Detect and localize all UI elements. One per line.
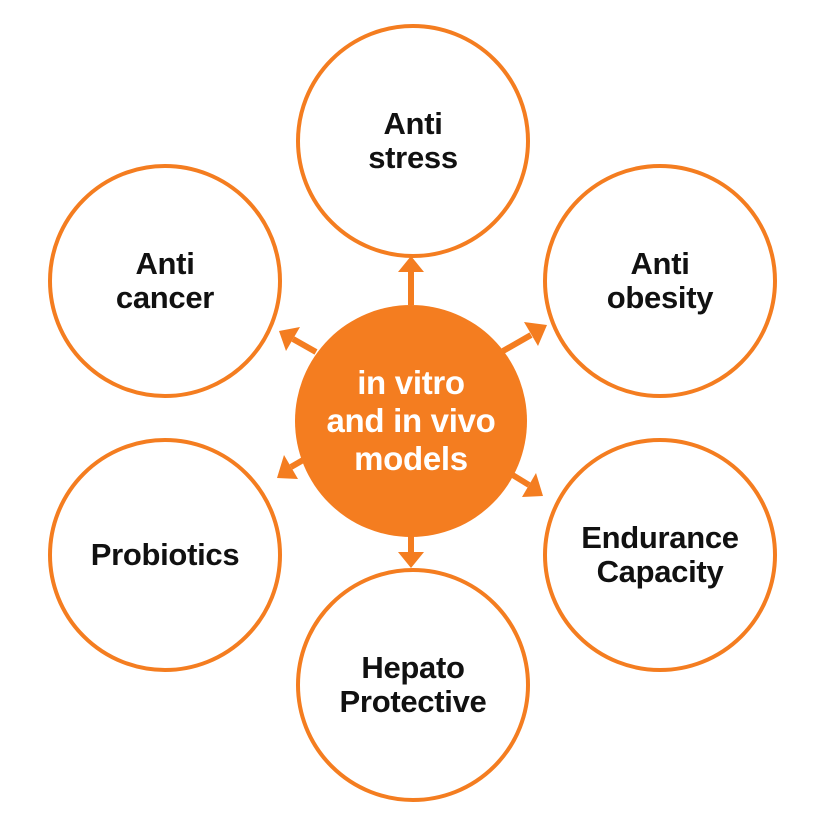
hub-circle: in vitro and in vivo models [295, 305, 527, 537]
node-label: Endurance Capacity [581, 520, 739, 589]
node-label: Anti obesity [606, 246, 714, 315]
node-anti-stress: Anti stress [296, 24, 530, 258]
node-anti-obesity: Anti obesity [543, 164, 777, 398]
arrow-to-hepato-protective [398, 536, 424, 568]
node-label: Hepato Protective [339, 650, 487, 719]
node-hepato-protective: Hepato Protective [296, 568, 530, 802]
node-label: Probiotics [90, 537, 240, 572]
node-label: Anti cancer [115, 246, 215, 315]
arrow-to-anti-stress [398, 256, 424, 305]
arrow-to-endurance-capacity [509, 471, 543, 497]
node-label: Anti stress [368, 106, 458, 175]
hub-label: in vitro and in vivo models [326, 364, 496, 477]
arrow-to-anti-obesity [501, 322, 547, 354]
node-probiotics: Probiotics [48, 438, 282, 672]
node-anti-cancer: Anti cancer [48, 164, 282, 398]
arrow-to-anti-cancer [279, 327, 318, 355]
node-endurance-capacity: Endurance Capacity [543, 438, 777, 672]
